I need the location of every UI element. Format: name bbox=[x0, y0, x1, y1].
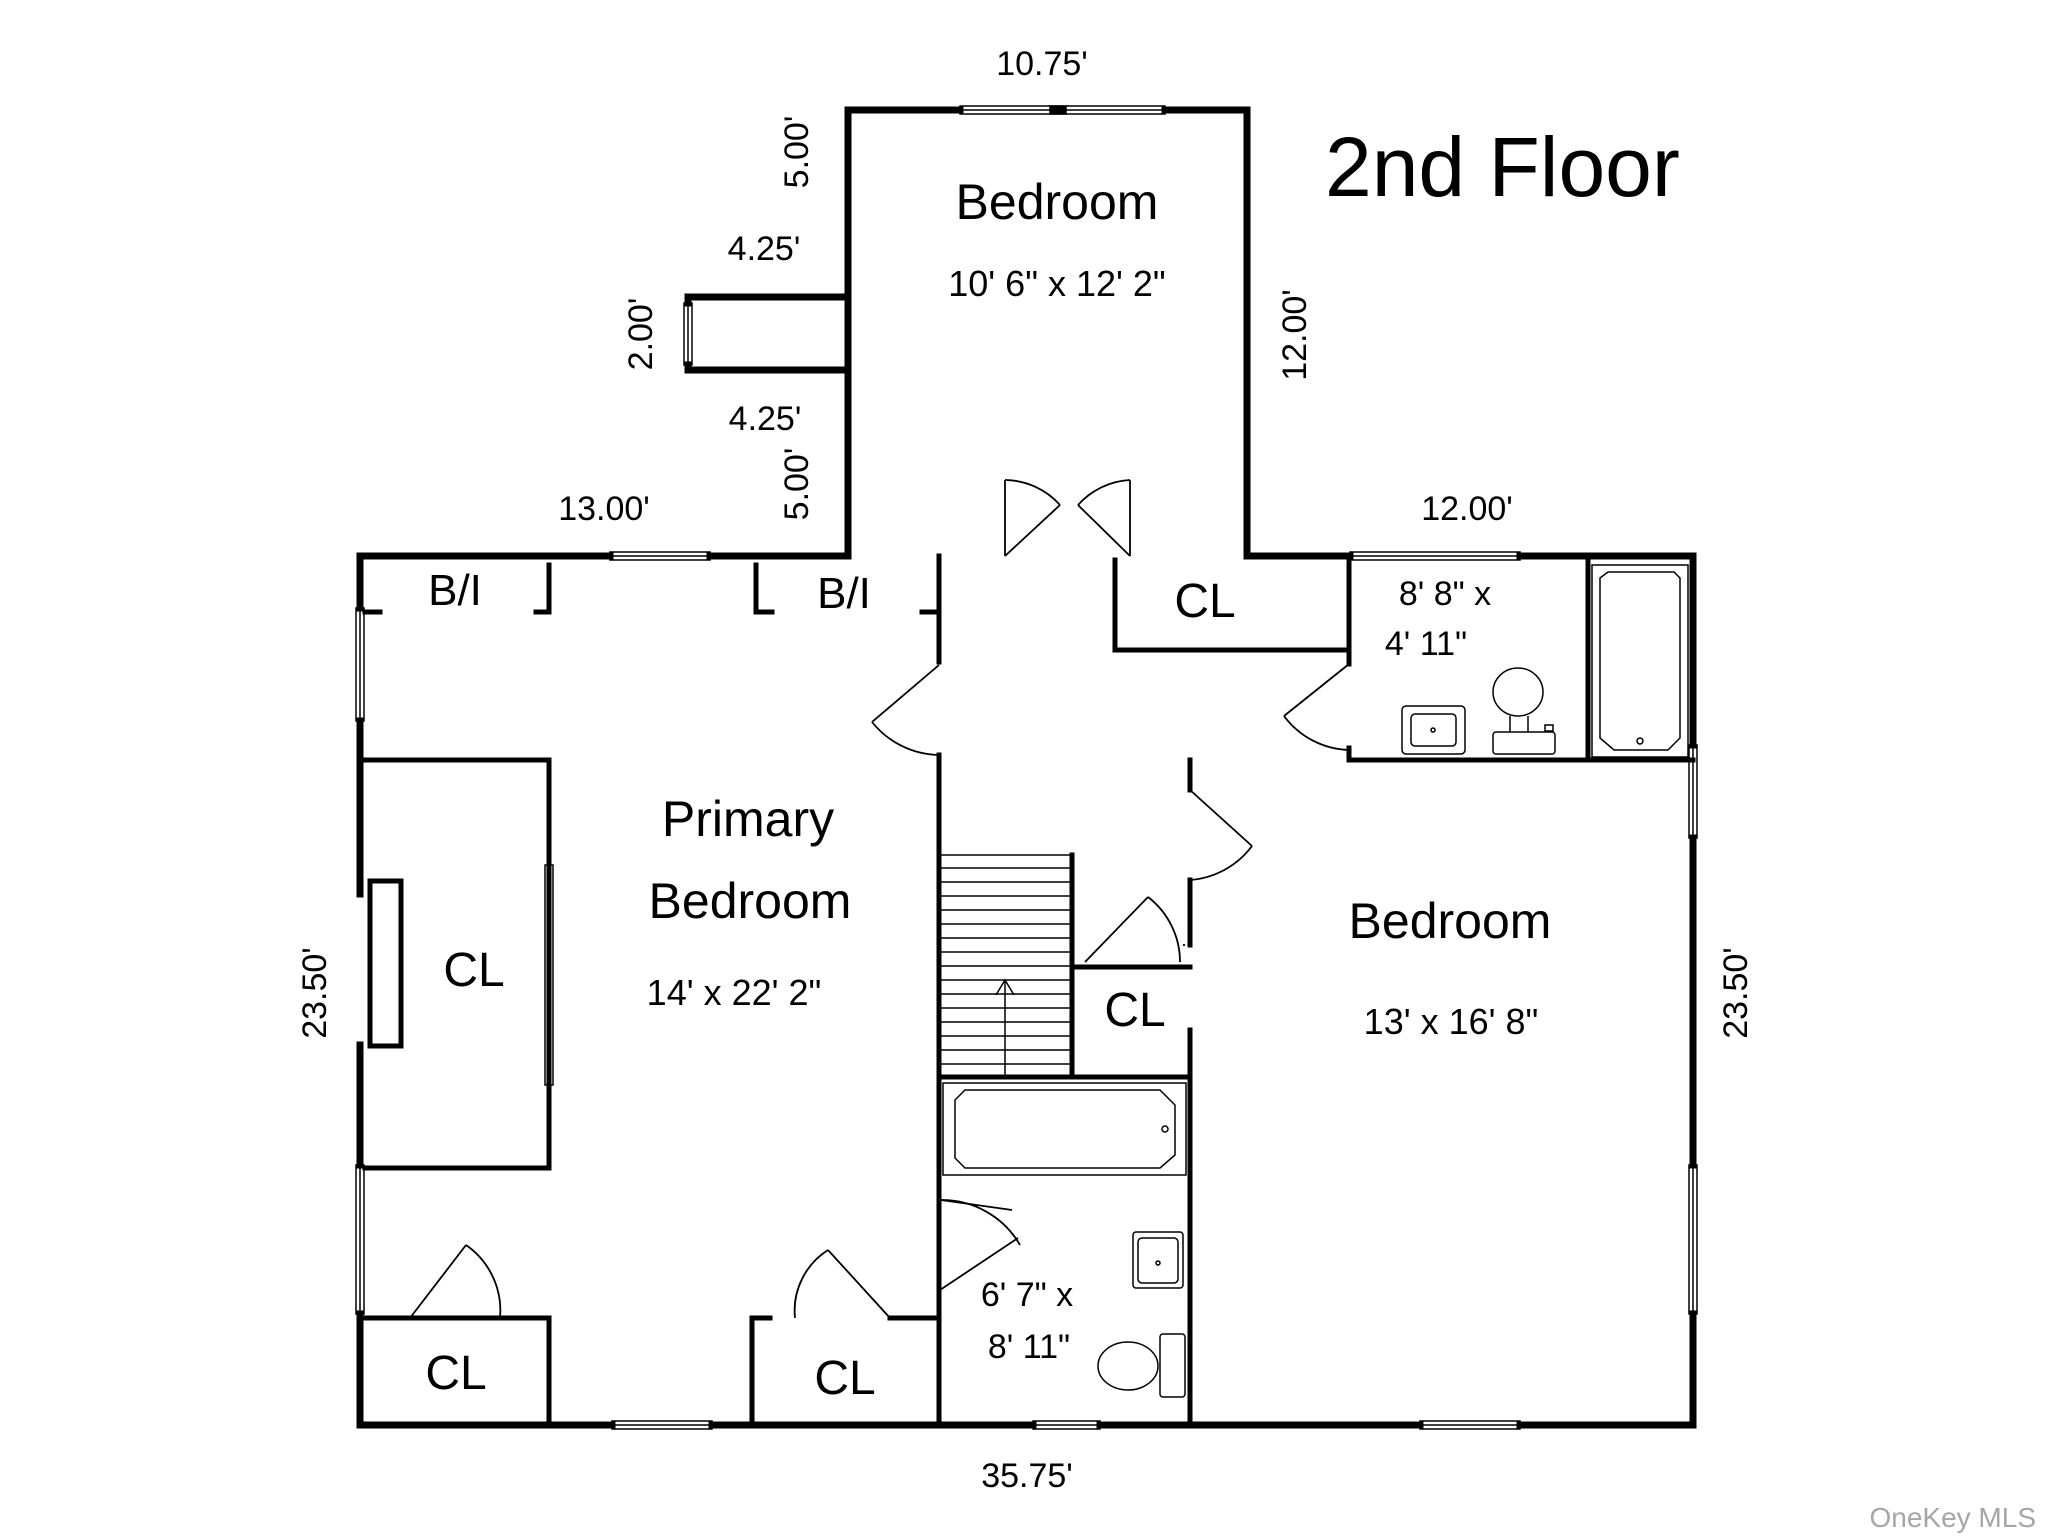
closet-label-top: CL bbox=[1174, 575, 1235, 628]
sink-lower bbox=[1132, 1231, 1184, 1289]
interior-walls bbox=[362, 553, 1696, 1428]
room-name-primary-line1: Primary bbox=[662, 791, 834, 847]
page-title: 2nd Floor bbox=[1325, 120, 1680, 214]
tub-top-basin bbox=[1599, 571, 1681, 751]
watermark: OneKey MLS bbox=[1869, 1502, 2036, 1533]
doors bbox=[409, 479, 1350, 1319]
closet-label-lower-mid: CL bbox=[814, 1352, 875, 1405]
tub-lower bbox=[942, 1082, 1187, 1176]
closet-label-hall: CL bbox=[1104, 984, 1165, 1037]
closet-label-lower-left: CL bbox=[425, 1347, 486, 1400]
exterior-walls bbox=[356, 106, 1697, 1429]
room-size-bedroom-right: 13' x 16' 8" bbox=[1364, 1001, 1539, 1042]
tub-top bbox=[1591, 564, 1689, 758]
room-size-bath-lower-line2: 8' 11" bbox=[988, 1328, 1070, 1366]
closet-label-walkin: CL bbox=[443, 944, 504, 997]
toilet-top bbox=[1492, 667, 1544, 717]
dim-main-right-side: 23.50' bbox=[1717, 947, 1755, 1039]
room-labels: Bedroom 10' 6" x 12' 2" Primary Bedroom … bbox=[425, 174, 1551, 1405]
dim-top-left-upper: 5.00' bbox=[778, 116, 816, 189]
room-size-bath-top-line2: 4' 11" bbox=[1385, 625, 1467, 663]
dim-top-left-window: 2.00' bbox=[622, 298, 660, 371]
dim-top-left-step-lower: 4.25' bbox=[729, 400, 802, 438]
room-size-bath-top-line1: 8' 8" x bbox=[1399, 575, 1491, 613]
toilet-lower bbox=[1159, 1333, 1186, 1398]
sink-top bbox=[1401, 705, 1466, 755]
room-size-bath-lower-line1: 6' 7" x bbox=[981, 1276, 1073, 1314]
dimension-labels: 10.75' 13.00' 12.00' 35.75' 4.25' 4.25' … bbox=[296, 45, 1755, 1495]
dim-main-left-side: 23.50' bbox=[296, 947, 334, 1039]
staircase bbox=[938, 854, 1073, 1078]
room-size-bedroom-top: 10' 6" x 12' 2" bbox=[948, 263, 1165, 304]
dim-top-bedroom-depth: 12.00' bbox=[1276, 289, 1314, 381]
dim-main-bottom: 35.75' bbox=[981, 1457, 1073, 1495]
room-size-primary: 14' x 22' 2" bbox=[647, 972, 822, 1013]
room-name-primary-line2: Bedroom bbox=[649, 873, 852, 929]
builtin-label-right: B/I bbox=[817, 569, 871, 618]
dim-top-left-step-upper: 4.25' bbox=[728, 230, 801, 268]
builtin-label-left: B/I bbox=[428, 566, 482, 615]
closet-shelf bbox=[367, 878, 404, 1049]
dim-main-right-top: 12.00' bbox=[1421, 490, 1513, 528]
fixtures bbox=[942, 564, 1689, 1398]
room-name-bedroom-right: Bedroom bbox=[1349, 893, 1552, 949]
dim-top-left-lower: 5.00' bbox=[778, 448, 816, 521]
room-name-bedroom-top: Bedroom bbox=[956, 174, 1159, 230]
dim-top-bedroom-width: 10.75' bbox=[996, 45, 1088, 83]
windows bbox=[355, 105, 1698, 1430]
dim-main-left-top: 13.00' bbox=[558, 490, 650, 528]
